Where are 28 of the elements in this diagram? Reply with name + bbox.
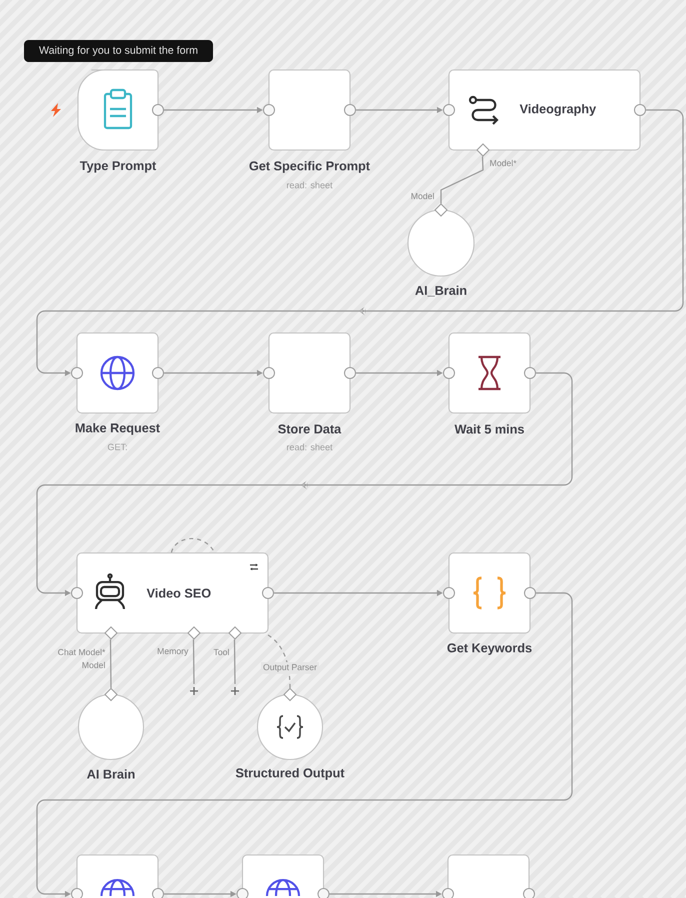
connector-line — [440, 156, 484, 204]
node-subtitle: GET: — [108, 444, 127, 450]
node-title: Store Data — [278, 424, 342, 434]
port-label: Memory — [158, 648, 188, 656]
node-title: AI Brain — [87, 769, 134, 779]
edge-label: Output Parser — [261, 662, 319, 674]
port-label: Model — [82, 662, 105, 668]
node-title: Make Request — [76, 423, 160, 435]
node-title: Type Prompt — [80, 161, 156, 173]
tooltip: Waiting for you to submit the form — [24, 40, 213, 62]
node-title: Get Specific Prompt — [250, 161, 370, 173]
process-box: Videography — [448, 69, 641, 151]
dashed-line — [170, 538, 215, 553]
node-subtitle: read: sheet — [287, 444, 333, 450]
dashed-line — [265, 633, 291, 688]
port-label: Tool — [214, 648, 229, 656]
node-title: Structured Output — [236, 768, 344, 780]
port-label: Chat Model* — [58, 648, 106, 656]
node-title: Wait 5 mins — [454, 424, 524, 434]
process-box: Video SEO — [76, 552, 269, 634]
connector-line — [234, 640, 236, 684]
node-title: Get Keywords — [447, 643, 532, 655]
node-title: AI_Brain — [415, 286, 466, 296]
port-label: Model* — [490, 160, 516, 166]
connector-line — [110, 640, 112, 688]
port-label: Model — [412, 192, 434, 200]
node-subtitle: read: sheet — [287, 182, 333, 188]
connector-line — [192, 640, 195, 684]
